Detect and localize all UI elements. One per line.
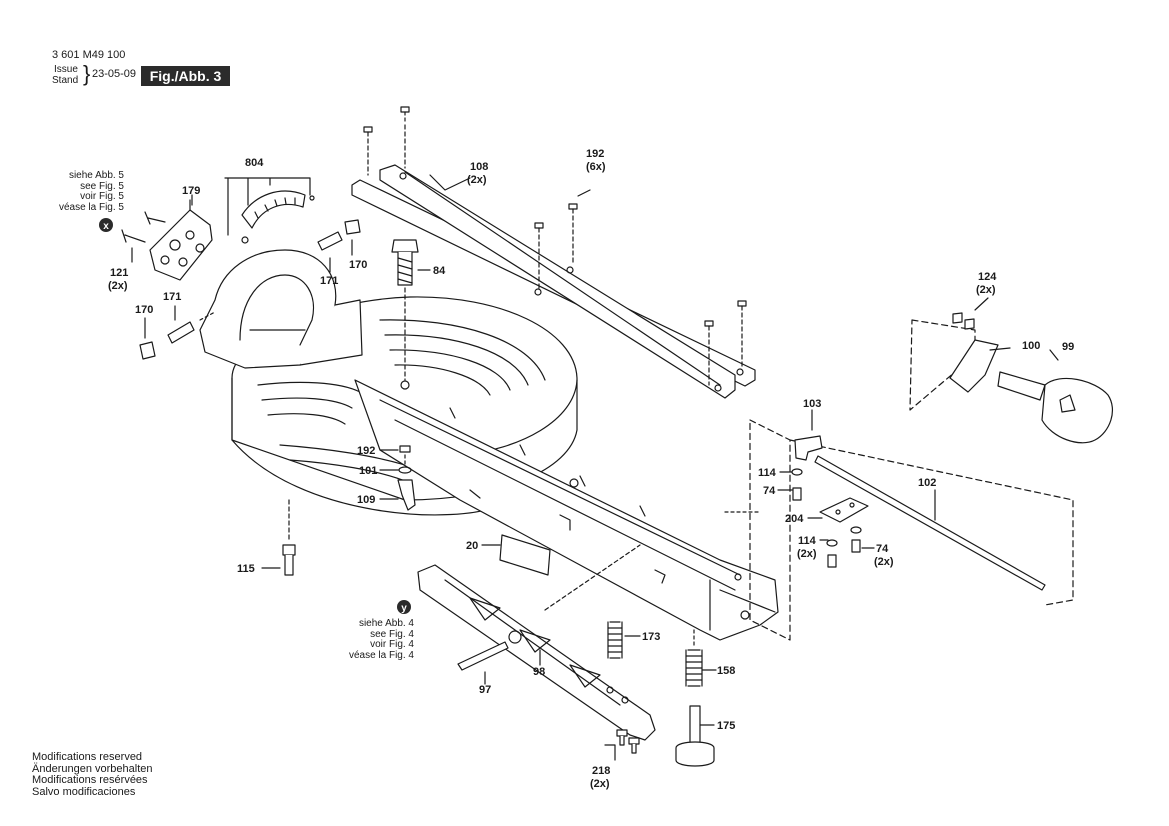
plate-179 [121, 199, 213, 281]
part-number: 3 601 M49 100 [52, 49, 126, 61]
label-192-top-qty: (6x) [586, 161, 606, 173]
label-115: 115 [237, 563, 255, 575]
label-101: 101 [359, 465, 377, 477]
label-98: 98 [533, 666, 545, 678]
bracket-103 [777, 409, 823, 501]
note-line: siehe Abb. 4 [358, 618, 414, 629]
label-158: 158 [717, 665, 735, 677]
miter-arm [354, 379, 779, 641]
lever-98 [417, 544, 656, 741]
label-74-bottom: 74 [876, 543, 889, 555]
label-84: 84 [433, 265, 446, 277]
label-20: 20 [466, 540, 478, 552]
screws-218 [604, 729, 640, 761]
note-line: siehe Abb. 5 [68, 170, 124, 181]
label-192-top: 192 [586, 148, 604, 160]
label-99: 99 [1062, 341, 1074, 353]
label-175: 175 [717, 720, 735, 732]
figure-badge: Fig./Abb. 3 [141, 66, 230, 86]
note-line: véase la Fig. 4 [348, 649, 414, 661]
label-179: 179 [182, 185, 200, 197]
brace-glyph: } [83, 61, 91, 86]
label-170-right: 170 [349, 259, 367, 271]
screw-115 [261, 499, 296, 576]
label-20 [481, 534, 551, 576]
marker-y-label: y [401, 603, 407, 614]
springs-and-knob [607, 621, 717, 767]
label-74-bottom-qty: (2x) [874, 556, 894, 568]
label-121-qty: (2x) [108, 280, 128, 292]
part-labels: 804 179 121 (2x) 170 171 171 170 84 108 … [108, 148, 1074, 790]
note-line: voir Fig. 5 [80, 191, 124, 202]
fence-rails [351, 164, 756, 399]
label-114-bottom-qty: (2x) [797, 548, 817, 560]
marker-x: x [99, 218, 113, 232]
label-108: 108 [470, 161, 488, 173]
label-173: 173 [642, 631, 660, 643]
label-170-left: 170 [135, 304, 153, 316]
label-97: 97 [479, 684, 491, 696]
issue-date: 23-05-09 [92, 68, 137, 80]
marker-y: y [397, 600, 411, 614]
note-line: véase la Fig. 5 [58, 201, 124, 213]
label-109: 109 [357, 494, 375, 506]
fence-housing [199, 249, 363, 369]
rod-102 [749, 419, 1074, 641]
stand-label: Stand [52, 75, 79, 86]
note-line: see Fig. 5 [80, 180, 124, 192]
bolt-84 [391, 239, 431, 381]
label-102: 102 [918, 477, 936, 489]
label-218-qty: (2x) [590, 778, 610, 790]
label-124: 124 [978, 271, 997, 283]
footer-line: Salvo modificaciones [32, 785, 136, 798]
pins-and-nuts [139, 219, 361, 360]
see-fig4-note: siehe Abb. 4 see Fig. 4 voir Fig. 4 véas… [328, 618, 414, 661]
label-108-qty: (2x) [467, 174, 487, 186]
footer-line: Änderungen vorbehalten [32, 762, 153, 775]
label-74-top: 74 [763, 485, 776, 497]
label-124-qty: (2x) [976, 284, 996, 296]
label-121: 121 [110, 267, 128, 279]
see-fig5-note: siehe Abb. 5 see Fig. 5 voir Fig. 5 véas… [40, 170, 124, 213]
footer-line: Modifications resérvées [32, 774, 148, 786]
bracket-204 [807, 497, 875, 568]
label-103: 103 [803, 398, 821, 410]
fence-screws [363, 106, 747, 386]
label-218: 218 [592, 765, 610, 777]
leader-lines [191, 174, 761, 513]
label-171-right: 171 [320, 275, 338, 287]
label-804: 804 [245, 157, 264, 169]
clamp-109 [379, 445, 416, 511]
scale-804 [224, 177, 315, 244]
label-204: 204 [785, 513, 804, 525]
handle-assembly [909, 297, 1113, 444]
footer-notes: Modifications reserved Änderungen vorbeh… [32, 751, 153, 798]
note-line: voir Fig. 4 [370, 639, 414, 650]
note-line: see Fig. 4 [370, 628, 414, 640]
label-114-top: 114 [758, 467, 777, 479]
issue-label: Issue [54, 64, 78, 75]
marker-x-label: x [103, 221, 109, 232]
footer-line: Modifications reserved [32, 751, 143, 763]
label-192-mid: 192 [357, 445, 375, 457]
label-171-left: 171 [163, 291, 181, 303]
label-114-bottom: 114 [798, 535, 817, 547]
label-100: 100 [1022, 340, 1040, 352]
